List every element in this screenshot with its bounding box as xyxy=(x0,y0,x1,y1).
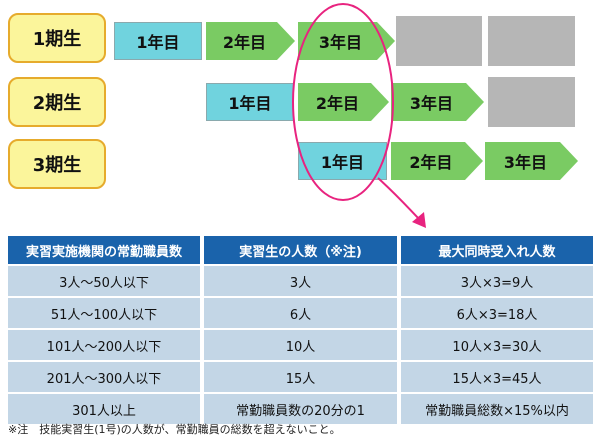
header-trainee-count: 実習生の人数（※注) xyxy=(204,236,397,264)
table-cell: 51人～100人以下 xyxy=(8,298,200,328)
table-cell: 15人×3=45人 xyxy=(401,362,593,392)
table-cell: 常勤職員総数×15%以内 xyxy=(401,394,593,424)
gen3-year3-arrow: 3年目 xyxy=(485,142,578,180)
table-cell: 10人 xyxy=(204,330,397,360)
gen2-year2-arrow: 2年目 xyxy=(298,83,389,121)
gen1-year2-arrow: 2年目 xyxy=(206,22,295,60)
pointer-arrow-line xyxy=(377,177,421,221)
table-cell: 301人以上 xyxy=(8,394,200,424)
table-cell: 6人×3=18人 xyxy=(401,298,593,328)
table-cell: 常勤職員数の20分の1 xyxy=(204,394,397,424)
header-max-intake: 最大同時受入れ人数 xyxy=(401,236,593,264)
header-staff-count: 実習実施機関の常勤職員数 xyxy=(8,236,200,264)
table-row: 301人以上 常勤職員数の20分の1 常勤職員総数×15%以内 xyxy=(8,394,593,424)
table-cell: 201人～300人以下 xyxy=(8,362,200,392)
gen1-placeholder-block xyxy=(488,16,575,66)
table-cell: 15人 xyxy=(204,362,397,392)
gen1-year3-arrow: 3年目 xyxy=(298,22,395,60)
table-cell: 10人×3=30人 xyxy=(401,330,593,360)
table-cell: 6人 xyxy=(204,298,397,328)
table-row: 101人～200人以下 10人 10人×3=30人 xyxy=(8,330,593,360)
gen3-year1-box: 1年目 xyxy=(298,142,387,180)
gen2-year1-box: 1年目 xyxy=(206,83,294,121)
table-header-row: 実習実施機関の常勤職員数 実習生の人数（※注) 最大同時受入れ人数 xyxy=(8,236,593,264)
gen1-placeholder-block xyxy=(396,16,482,66)
intake-ratio-table: 実習実施機関の常勤職員数 実習生の人数（※注) 最大同時受入れ人数 3人～50人… xyxy=(4,234,597,426)
generation-label-2: 2期生 xyxy=(8,77,106,127)
table-row: 201人～300人以下 15人 15人×3=45人 xyxy=(8,362,593,392)
pointer-arrowhead xyxy=(412,212,426,228)
table-cell: 3人×3=9人 xyxy=(401,266,593,296)
table-cell: 3人～50人以下 xyxy=(8,266,200,296)
table-cell: 3人 xyxy=(204,266,397,296)
footnote: ※注 技能実習生(1号)の人数が、常勤職員の総数を超えないこと。 xyxy=(8,423,341,436)
gen2-year3-arrow: 3年目 xyxy=(391,83,484,121)
table-row: 51人～100人以下 6人 6人×3=18人 xyxy=(8,298,593,328)
generation-label-3: 3期生 xyxy=(8,139,106,189)
generation-label-1: 1期生 xyxy=(8,13,106,63)
gen1-year1-box: 1年目 xyxy=(114,22,202,60)
table-row: 3人～50人以下 3人 3人×3=9人 xyxy=(8,266,593,296)
table-cell: 101人～200人以下 xyxy=(8,330,200,360)
gen3-year2-arrow: 2年目 xyxy=(391,142,483,180)
gen2-placeholder-block xyxy=(488,77,575,127)
